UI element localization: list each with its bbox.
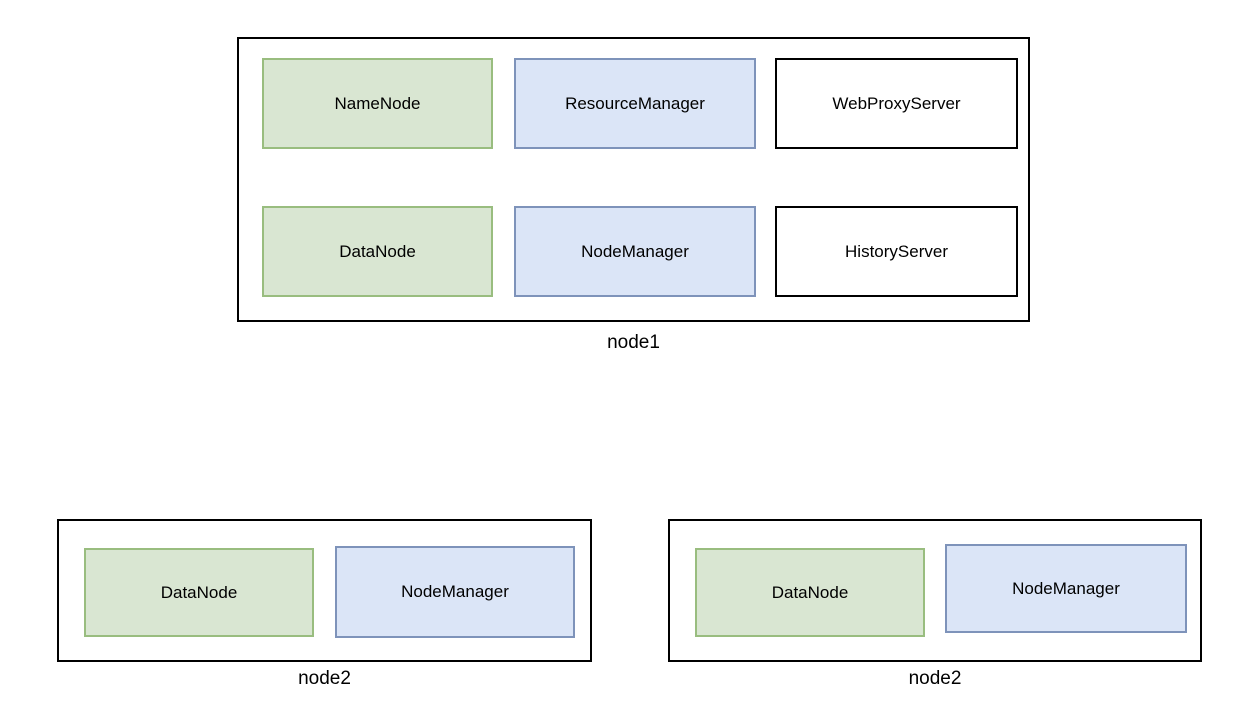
- process-box-datanode: DataNode: [84, 548, 314, 637]
- node2-left-machine-box: DataNode NodeManager: [57, 519, 592, 662]
- process-label: WebProxyServer: [832, 93, 961, 113]
- process-box-datanode: DataNode: [262, 206, 493, 297]
- process-label: ResourceManager: [565, 93, 705, 113]
- process-box-nodemanager: NodeManager: [335, 546, 575, 638]
- node2-right-machine-box: DataNode NodeManager: [668, 519, 1202, 662]
- process-box-resourcemanager: ResourceManager: [514, 58, 756, 149]
- process-box-namenode: NameNode: [262, 58, 493, 149]
- process-box-nodemanager: NodeManager: [514, 206, 756, 297]
- process-box-datanode: DataNode: [695, 548, 925, 637]
- process-label: DataNode: [339, 241, 416, 261]
- process-box-webproxyserver: WebProxyServer: [775, 58, 1018, 149]
- node2-right-label: node2: [908, 668, 962, 689]
- node1-label: node1: [607, 332, 660, 353]
- process-label: NodeManager: [1012, 578, 1120, 598]
- process-label: HistoryServer: [845, 241, 948, 261]
- node1-machine-box: NameNode ResourceManager WebProxyServer …: [237, 37, 1030, 322]
- process-label: NodeManager: [581, 241, 689, 261]
- process-box-nodemanager: NodeManager: [945, 544, 1187, 633]
- process-label: DataNode: [160, 582, 238, 602]
- process-box-historyserver: HistoryServer: [775, 206, 1018, 297]
- node2-left-label: node2: [298, 668, 351, 689]
- process-label: NameNode: [334, 93, 421, 113]
- process-label: NodeManager: [401, 582, 509, 601]
- process-label: DataNode: [771, 582, 849, 602]
